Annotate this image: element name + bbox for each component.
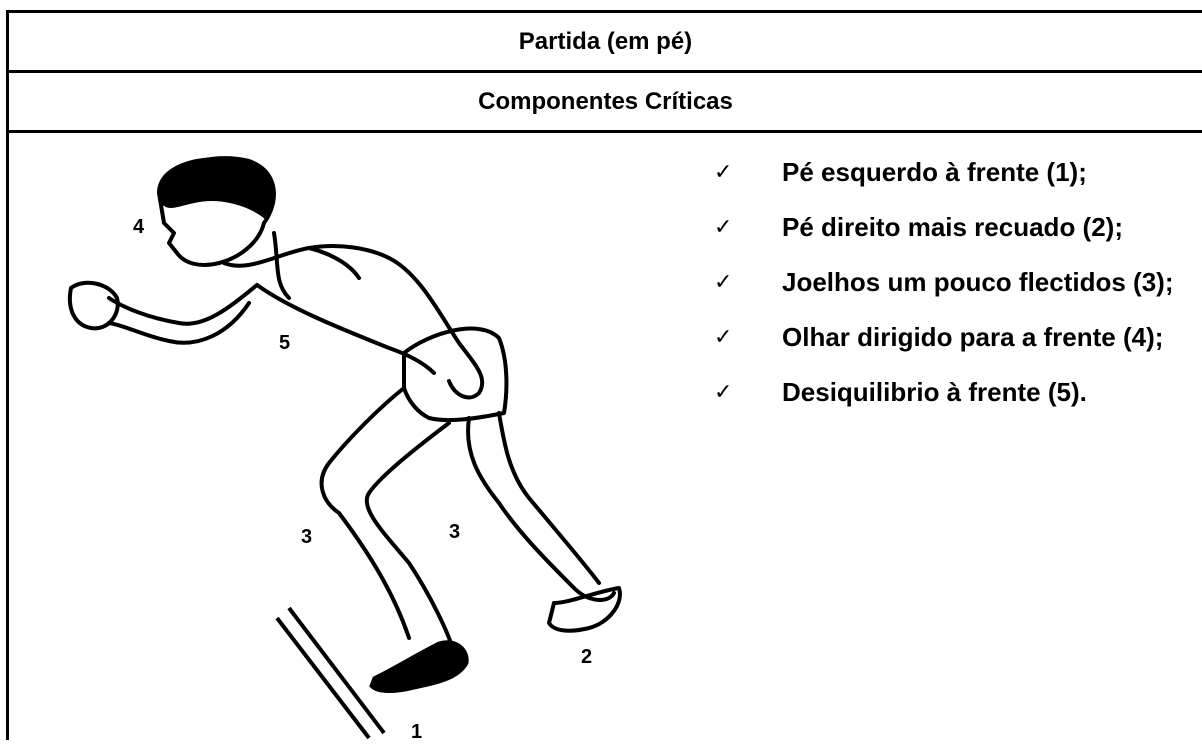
label-5: 5 bbox=[279, 332, 290, 354]
checkmark-icon: ✓ bbox=[714, 215, 733, 240]
table-subtitle: Componentes Críticas bbox=[478, 87, 733, 115]
label-4: 4 bbox=[133, 216, 145, 238]
table-subtitle-row: Componentes Críticas bbox=[9, 73, 1202, 133]
list-item: ✓ Pé direito mais recuado (2); bbox=[714, 200, 1202, 255]
list-item: ✓ Olhar dirigido para a frente (4); bbox=[714, 310, 1202, 365]
label-2: 2 bbox=[581, 646, 592, 668]
runner-illustration: 4 5 3 3 1 2 bbox=[9, 133, 669, 743]
list-item: ✓ Desiquilibrio à frente (5). bbox=[714, 365, 1202, 420]
label-3-right: 3 bbox=[449, 521, 460, 543]
checkmark-icon: ✓ bbox=[714, 325, 733, 350]
table-content-row: 4 5 3 3 1 2 ✓ Pé esquerdo à frente (1); … bbox=[9, 133, 1202, 743]
runner-drawing: 4 5 3 3 1 2 bbox=[68, 156, 622, 743]
checkmark-icon: ✓ bbox=[714, 160, 733, 185]
list-item: ✓ Joelhos um pouco flectidos (3); bbox=[714, 255, 1202, 310]
table-title: Partida (em pé) bbox=[518, 27, 693, 55]
label-3-left: 3 bbox=[301, 526, 312, 548]
critical-components-list: ✓ Pé esquerdo à frente (1); ✓ Pé direito… bbox=[714, 145, 1202, 420]
label-1: 1 bbox=[411, 721, 422, 743]
checkmark-icon: ✓ bbox=[714, 380, 733, 405]
critical-components-table: Partida (em pé) Componentes Críticas bbox=[6, 10, 1202, 743]
checkmark-icon: ✓ bbox=[714, 270, 733, 295]
list-item: ✓ Pé esquerdo à frente (1); bbox=[714, 145, 1202, 200]
table-title-row: Partida (em pé) bbox=[9, 13, 1202, 73]
